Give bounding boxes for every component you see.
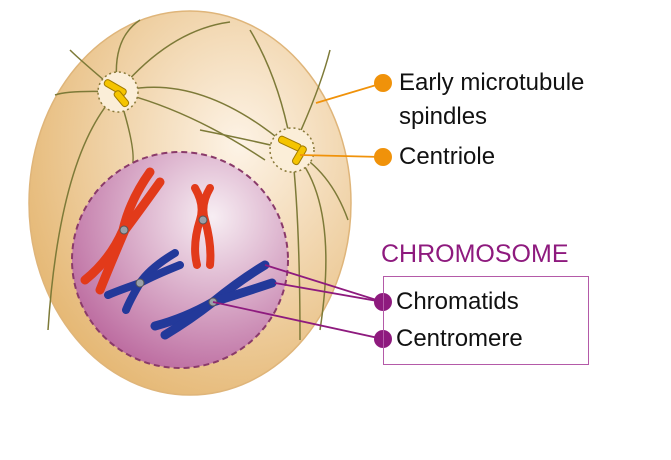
centriole-upper — [97, 71, 139, 113]
centromere-dots — [119, 215, 218, 307]
leader-lines — [212, 82, 384, 340]
centriole-right — [269, 127, 315, 173]
centriole-dot — [374, 148, 392, 166]
spindles-dot — [374, 74, 392, 92]
label-centriole: Centriole — [399, 143, 496, 170]
label-spindles-line2: spindles — [399, 103, 488, 130]
label-centromere: Centromere — [396, 325, 523, 352]
label-spindles-line1: Early microtubule — [399, 69, 585, 96]
label-chromatids: Chromatids — [396, 288, 519, 315]
chromosome-title: CHROMOSOME — [381, 240, 569, 268]
chromosome-box — [383, 276, 589, 365]
